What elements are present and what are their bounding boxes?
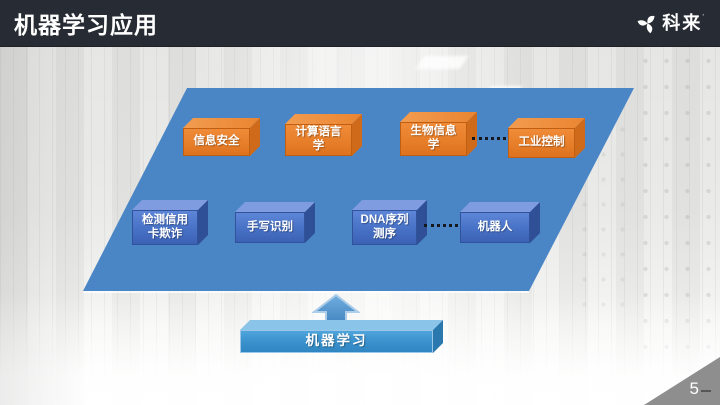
page-corner-triangle [644, 357, 720, 405]
box-top-face [285, 114, 362, 124]
box-side-face [433, 320, 443, 353]
brand-logo: 科来 ’ [637, 10, 704, 37]
box-top-face [235, 202, 315, 212]
app-box-label: 计算语言 学 [285, 124, 352, 156]
slide-header: 机器学习应用 科来 ’ [0, 0, 720, 47]
brand-name: 科来 [662, 12, 703, 33]
slide-title: 机器学习应用 [14, 12, 158, 38]
page-number: 5 [690, 379, 711, 399]
box-side-face [417, 200, 427, 245]
app-box-information-security: 信息安全 [183, 118, 260, 156]
app-box-label: DNA序列 测序 [352, 210, 417, 245]
app-box-label: 信息安全 [183, 128, 250, 156]
box-top-face [400, 112, 477, 122]
machine-learning-label: 机器学习 [240, 330, 433, 353]
panel-base-line [83, 291, 529, 293]
app-box-credit-card-fraud-detection: 检测信用 卡欺诈 [132, 200, 208, 245]
app-box-label: 手写识别 [235, 212, 305, 243]
box-top-face [183, 118, 260, 128]
dotted-connector-bottom-row [424, 224, 458, 227]
box-side-face [467, 112, 477, 156]
app-box-robot: 机器人 [460, 202, 540, 243]
app-box-bioinformatics: 生物信息 学 [400, 112, 477, 156]
page-number-underline [701, 390, 711, 392]
box-side-face [352, 114, 362, 156]
box-side-face [250, 118, 260, 156]
box-top-face [352, 200, 427, 210]
app-box-dna-sequencing: DNA序列 测序 [352, 200, 427, 245]
box-top-face [132, 200, 208, 210]
trademark-mark: ’ [702, 12, 704, 22]
app-box-computational-linguistics: 计算语言 学 [285, 114, 362, 156]
box-top-face [460, 202, 540, 212]
dotted-connector-top-row [472, 137, 506, 140]
box-top-face [508, 118, 585, 128]
app-box-industrial-control: 工业控制 [508, 118, 585, 158]
box-top-face [240, 320, 443, 330]
box-side-face [305, 202, 315, 243]
app-box-label: 生物信息 学 [400, 122, 467, 156]
app-box-label: 机器人 [460, 212, 530, 243]
box-side-face [530, 202, 540, 243]
app-box-handwriting-recognition: 手写识别 [235, 202, 315, 243]
box-side-face [575, 118, 585, 158]
app-box-label: 工业控制 [508, 128, 575, 158]
app-box-label: 检测信用 卡欺诈 [132, 210, 198, 245]
box-side-face [198, 200, 208, 245]
page-number-value: 5 [689, 379, 699, 398]
colasoft-swirl-icon [637, 15, 655, 33]
machine-learning-base-box: 机器学习 [240, 320, 443, 353]
